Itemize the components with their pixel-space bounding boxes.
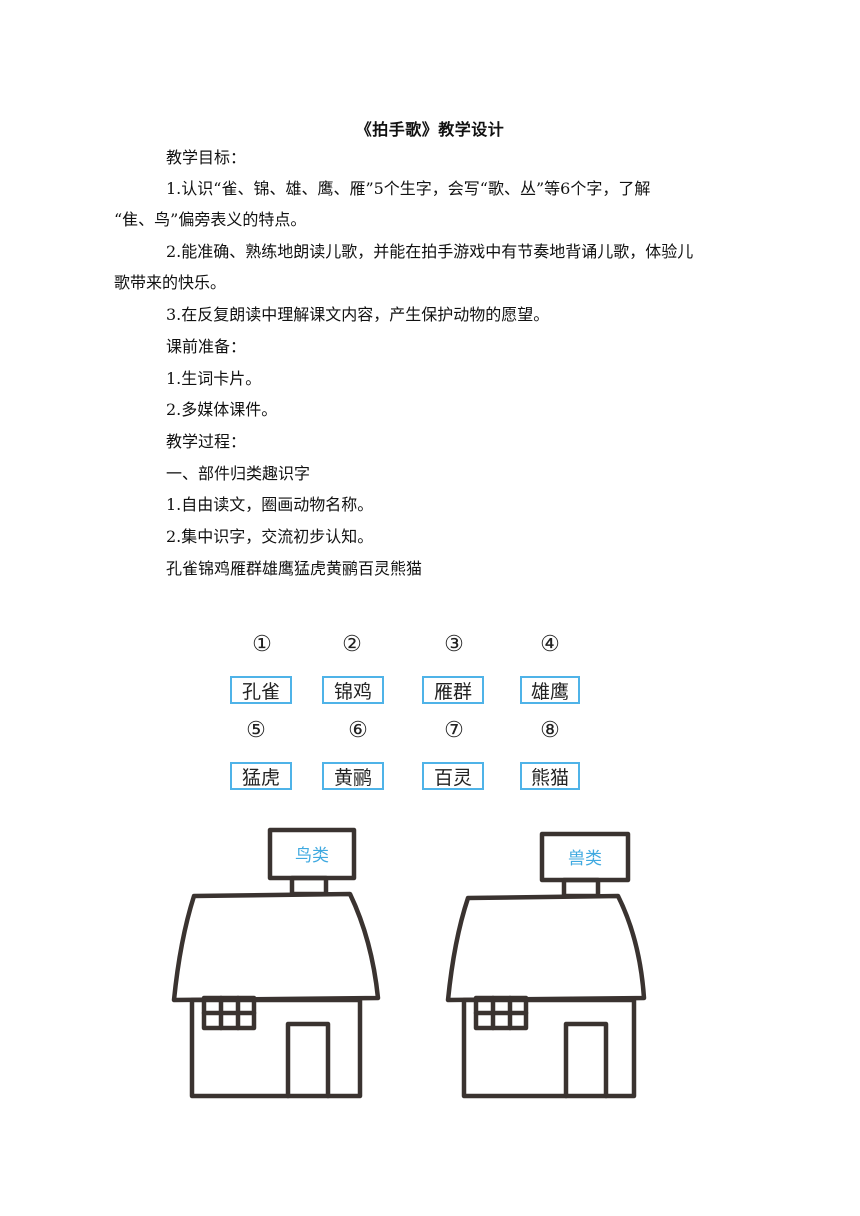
houses-illustration: 鸟类 兽类 [171, 827, 647, 1099]
beast-house-roof [445, 893, 647, 1003]
beast-house-window-icon [473, 995, 529, 1031]
process-step-heading: 一、部件归类趣识字 [166, 464, 311, 483]
process-item-1: 1.自由读文，圈画动物名称。 [166, 495, 374, 514]
beast-house [445, 831, 647, 1099]
animal-word-list: 孔雀锦鸡雁群雄鹰猛虎黄鹂百灵熊猫 [166, 559, 423, 578]
word-card-8: 熊猫 [520, 762, 580, 790]
objective-3: 3.在反复朗读中理解课文内容，产生保护动物的愿望。 [166, 305, 550, 324]
word-card-3: 雁群 [422, 676, 484, 704]
preparation-2: 2.多媒体课件。 [166, 400, 278, 419]
preparation-1: 1.生词卡片。 [166, 369, 262, 388]
beast-house-door-icon [563, 1021, 609, 1099]
word-card-1: 孔雀 [230, 676, 292, 704]
card-number-6: ⑥ [348, 718, 368, 743]
card-number-3: ③ [444, 632, 464, 657]
section-heading-preparation: 课前准备： [166, 337, 247, 356]
card-number-5: ⑤ [246, 718, 266, 743]
process-item-2: 2.集中识字，交流初步认知。 [166, 527, 374, 546]
word-card-5: 猛虎 [230, 762, 292, 790]
bird-house-body [189, 997, 363, 1099]
card-number-4: ④ [540, 632, 560, 657]
card-number-7: ⑦ [444, 718, 464, 743]
word-card-7: 百灵 [422, 762, 484, 790]
bird-house-roof [171, 891, 381, 1003]
section-heading-process: 教学过程： [166, 432, 247, 451]
objective-1-line-1: 1.认识“雀、锦、雄、鹰、雁”5个生字，会写“歌、丛”等6个字，了解 [166, 179, 651, 198]
document-title: 《拍手歌》教学设计 [355, 120, 505, 139]
word-card-4: 雄鹰 [520, 676, 580, 704]
bird-house-window-icon [201, 995, 257, 1031]
word-card-6: 黄鹂 [322, 762, 384, 790]
bird-house-door-icon [285, 1021, 331, 1099]
word-card-2: 锦鸡 [322, 676, 384, 704]
bird-house-sign-label: 鸟类 [295, 846, 329, 866]
bird-house-chimney [289, 875, 329, 897]
beast-house-sign-label: 兽类 [568, 849, 602, 869]
card-number-1: ① [252, 632, 272, 657]
bird-house [171, 827, 381, 1099]
section-heading-objectives: 教学目标： [166, 148, 247, 167]
objective-1-line-2: “隹、鸟”偏旁表义的特点。 [114, 210, 307, 229]
objective-2-line-1: 2.能准确、熟练地朗读儿歌，并能在拍手游戏中有节奏地背诵儿歌，体验儿 [166, 242, 694, 261]
card-number-2: ② [342, 632, 362, 657]
card-number-8: ⑧ [540, 718, 560, 743]
beast-house-chimney [561, 877, 601, 899]
objective-2-line-2: 歌带来的快乐。 [114, 273, 227, 292]
